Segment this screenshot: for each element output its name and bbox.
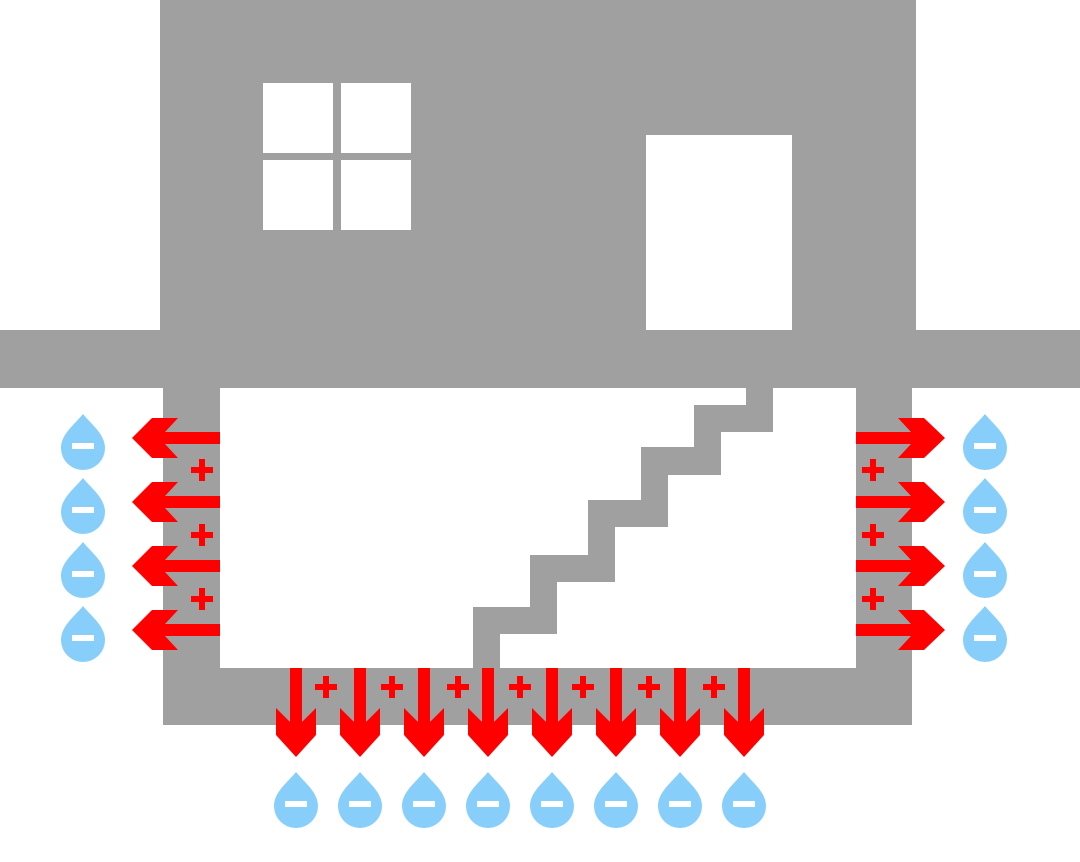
water-droplet-negative-icon bbox=[61, 414, 105, 470]
arrow-icon bbox=[132, 610, 220, 650]
minus-icon bbox=[541, 801, 563, 807]
minus-icon bbox=[974, 507, 996, 513]
minus-icon bbox=[974, 443, 996, 449]
plus-icon bbox=[381, 676, 403, 698]
plus-icon bbox=[572, 676, 594, 698]
arrow-icon bbox=[132, 546, 220, 586]
arrow-icon bbox=[596, 668, 636, 757]
minus-icon bbox=[974, 571, 996, 577]
water-droplet-negative-icon bbox=[594, 772, 638, 828]
ground-slab bbox=[0, 330, 1080, 388]
door bbox=[646, 135, 792, 330]
arrow-icon bbox=[468, 668, 508, 757]
minus-icon bbox=[72, 507, 94, 513]
water-droplet-negative-icon bbox=[61, 478, 105, 534]
water-droplet-negative-icon bbox=[722, 772, 766, 828]
water-droplet-negative-icon bbox=[466, 772, 510, 828]
water-droplet-negative-icon bbox=[963, 478, 1007, 534]
minus-icon bbox=[733, 801, 755, 807]
water-droplet-negative-icon bbox=[338, 772, 382, 828]
arrow-icon bbox=[340, 668, 380, 757]
water-droplet-negative-icon bbox=[61, 542, 105, 598]
arrow-icon bbox=[724, 668, 764, 757]
minus-icon bbox=[72, 443, 94, 449]
arrow-icon bbox=[856, 418, 945, 458]
arrow-icon bbox=[404, 668, 444, 757]
arrow-icon bbox=[132, 482, 220, 522]
plus-icon bbox=[703, 676, 725, 698]
minus-icon bbox=[285, 801, 307, 807]
arrow-icon bbox=[856, 546, 945, 586]
minus-icon bbox=[413, 801, 435, 807]
charge-and-flow-marks bbox=[61, 414, 1007, 828]
plus-icon bbox=[862, 459, 884, 481]
plus-icon bbox=[638, 676, 660, 698]
water-droplet-negative-icon bbox=[963, 606, 1007, 662]
water-droplet-negative-icon bbox=[963, 414, 1007, 470]
window bbox=[263, 83, 411, 230]
minus-icon bbox=[72, 635, 94, 641]
minus-icon bbox=[72, 571, 94, 577]
plus-icon bbox=[862, 588, 884, 610]
water-droplet-negative-icon bbox=[61, 606, 105, 662]
plus-icon bbox=[315, 676, 337, 698]
plus-icon bbox=[191, 524, 213, 546]
minus-icon bbox=[477, 801, 499, 807]
minus-icon bbox=[349, 801, 371, 807]
arrow-icon bbox=[276, 668, 316, 757]
water-droplet-negative-icon bbox=[274, 772, 318, 828]
plus-icon bbox=[191, 459, 213, 481]
plus-icon bbox=[509, 676, 531, 698]
water-droplet-negative-icon bbox=[402, 772, 446, 828]
arrow-icon bbox=[132, 418, 220, 458]
arrow-icon bbox=[856, 610, 945, 650]
arrow-icon bbox=[660, 668, 700, 757]
staircase bbox=[473, 386, 773, 670]
arrow-icon bbox=[856, 482, 945, 522]
minus-icon bbox=[605, 801, 627, 807]
minus-icon bbox=[974, 635, 996, 641]
water-droplet-negative-icon bbox=[530, 772, 574, 828]
plus-icon bbox=[447, 676, 469, 698]
plus-icon bbox=[862, 524, 884, 546]
water-droplet-negative-icon bbox=[963, 542, 1007, 598]
arrow-icon bbox=[532, 668, 572, 757]
plus-icon bbox=[191, 588, 213, 610]
water-droplet-negative-icon bbox=[658, 772, 702, 828]
minus-icon bbox=[669, 801, 691, 807]
